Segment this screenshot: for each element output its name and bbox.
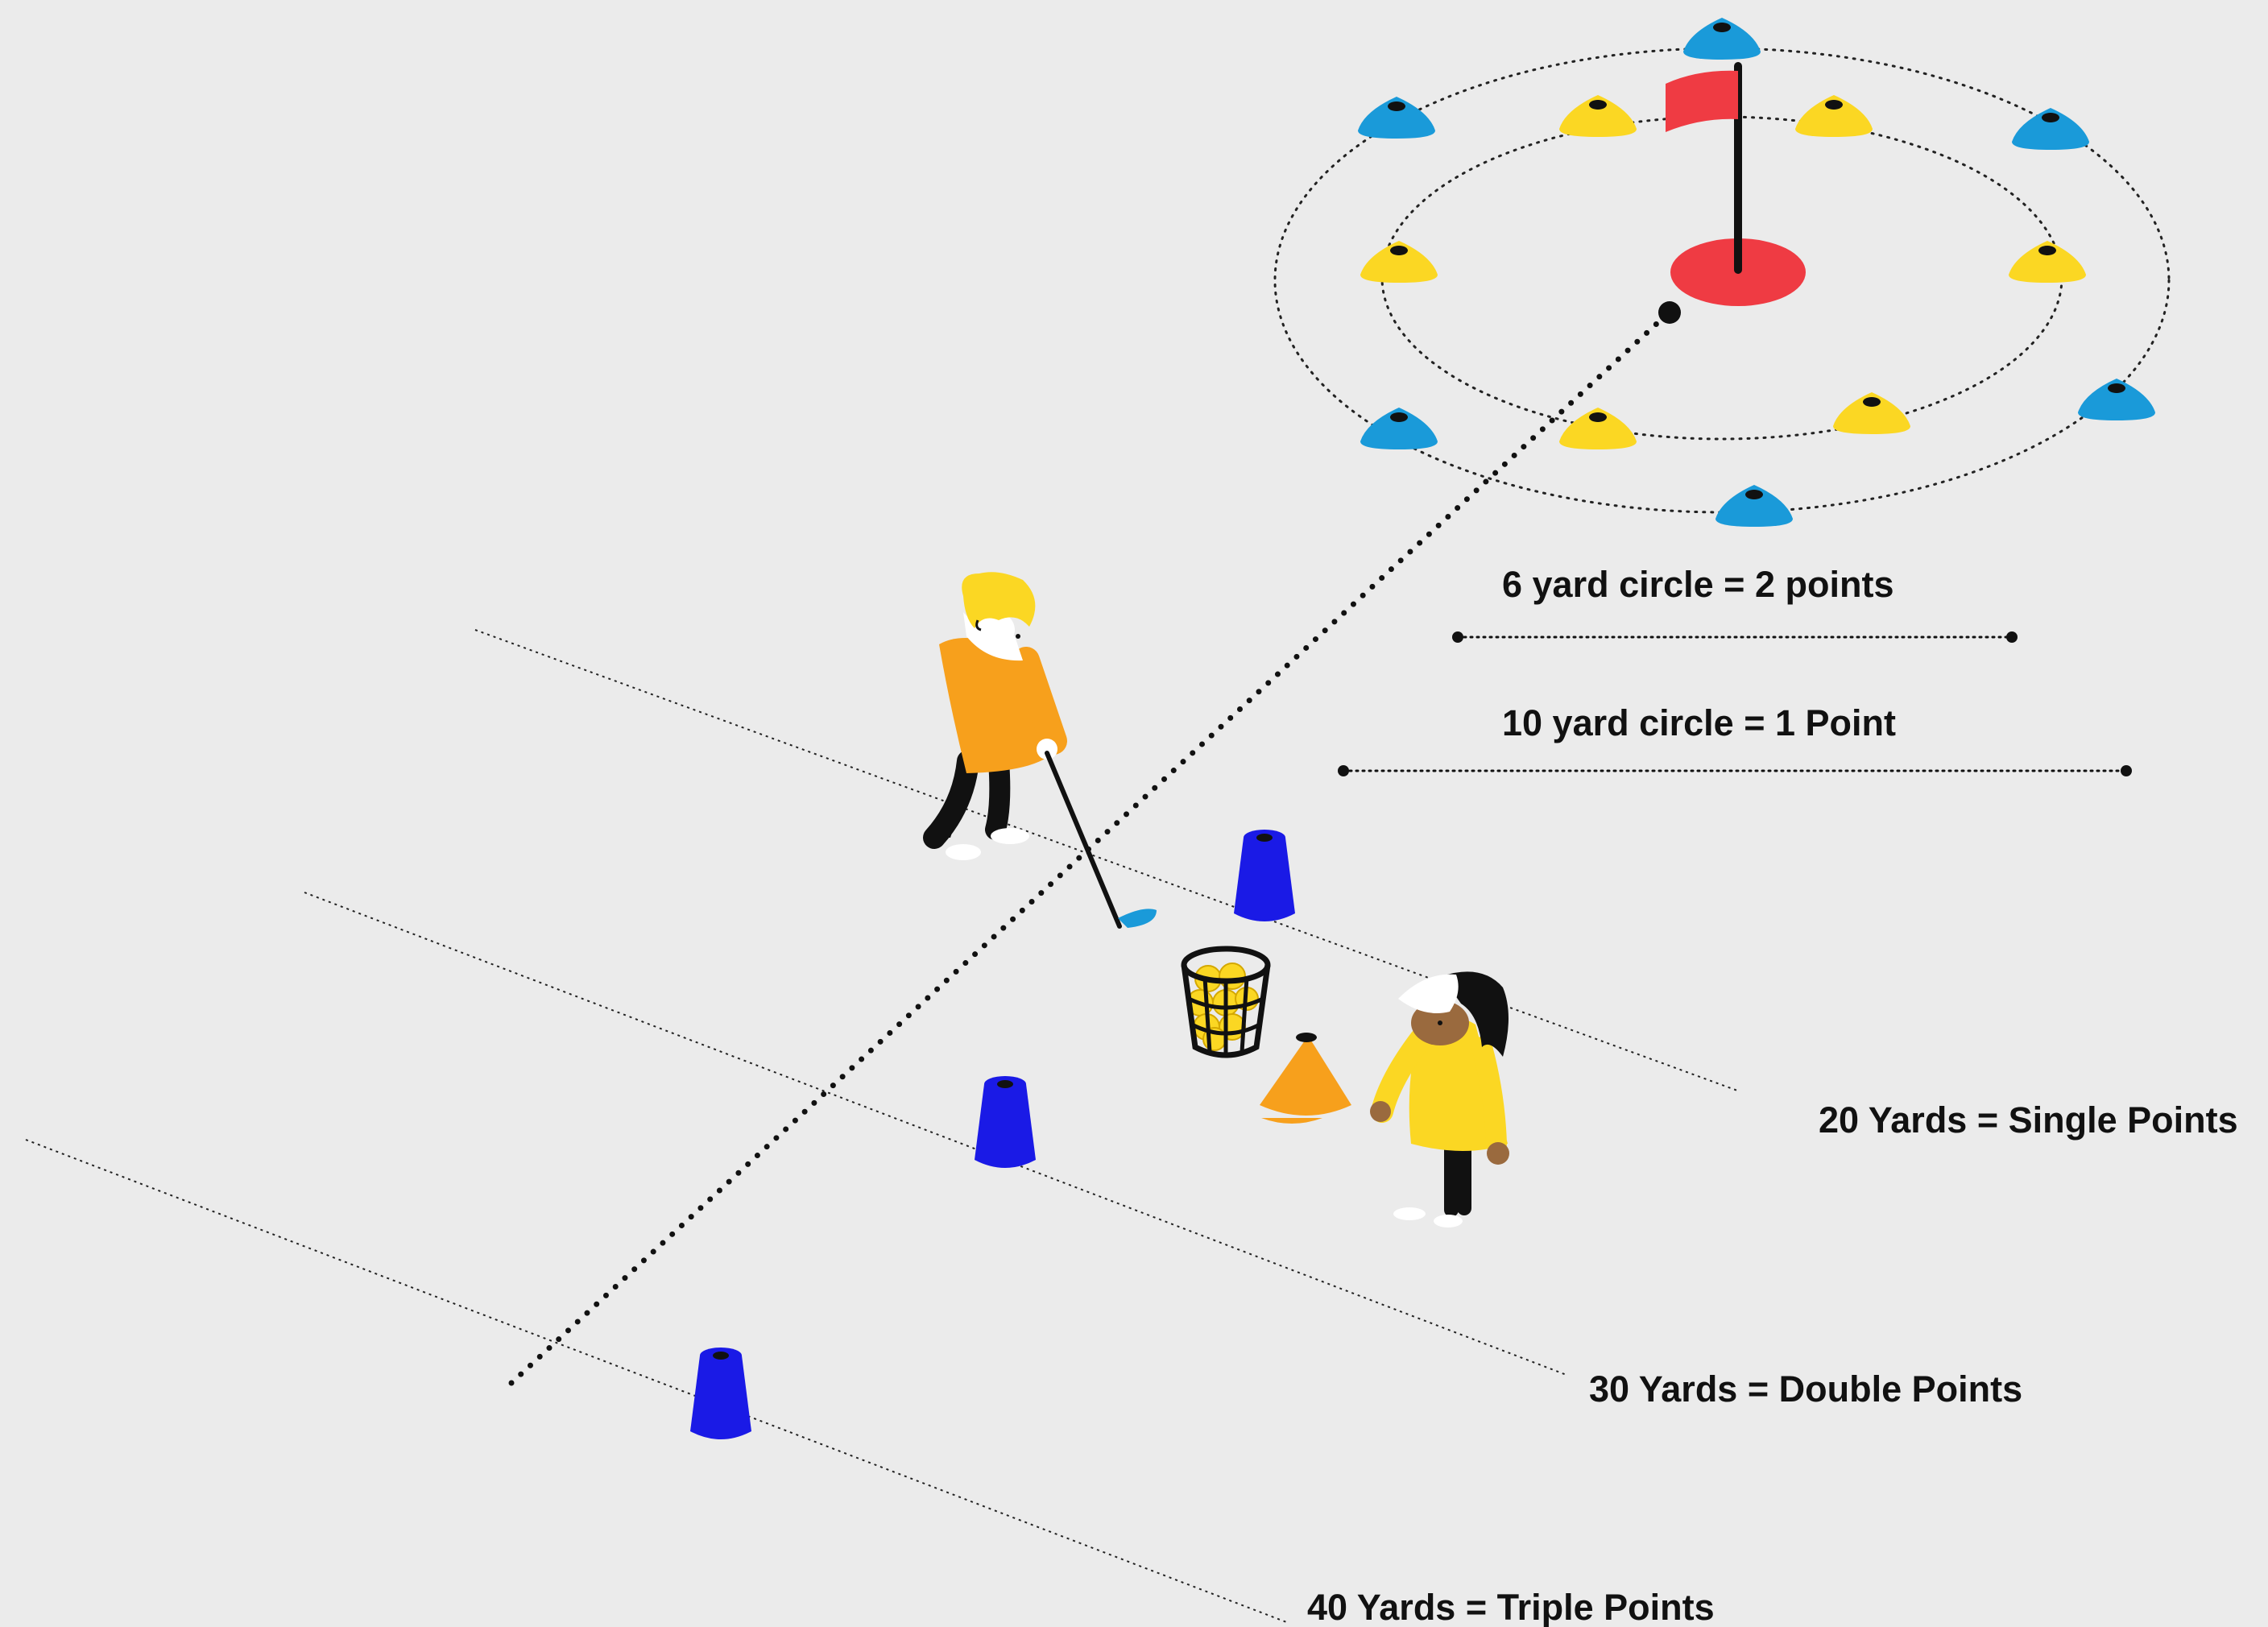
marker-disc-icon xyxy=(1833,392,1910,434)
marker-disc-icon xyxy=(1559,95,1637,137)
six-yard-label: 6 yard circle = 2 points xyxy=(1502,564,1893,605)
marker-disc-icon xyxy=(2078,379,2155,420)
golfer-icon xyxy=(934,572,1157,928)
marker-disc-icon xyxy=(1358,97,1435,139)
forty-yards-label: 40 Yards = Triple Points xyxy=(1307,1587,1715,1627)
flag-icon xyxy=(1666,66,1806,306)
marker-disc-icon xyxy=(1795,95,1873,137)
yard-line-30 xyxy=(304,892,1566,1375)
marker-disc-icon xyxy=(2009,241,2086,283)
cone-icon xyxy=(1234,830,1295,921)
yard-line-20 xyxy=(475,630,1740,1091)
shot-path xyxy=(511,313,1669,1383)
marker-disc-icon xyxy=(1715,485,1793,527)
ball-basket-icon xyxy=(1184,949,1268,1055)
marker-disc-icon xyxy=(1360,241,1438,283)
marker-disc-icon xyxy=(1360,408,1438,449)
cone-icon xyxy=(690,1348,751,1439)
marker-disc-icon xyxy=(1683,18,1761,60)
yard-line-40 xyxy=(26,1140,1289,1623)
thirty-yards-label: 30 Yards = Double Points xyxy=(1589,1368,2022,1410)
coach-icon xyxy=(1370,971,1509,1227)
golf-ball-icon xyxy=(1658,301,1681,324)
twenty-yards-label: 20 Yards = Single Points xyxy=(1819,1099,2238,1141)
ten-yard-label: 10 yard circle = 1 Point xyxy=(1502,702,1896,743)
cone-icon xyxy=(975,1076,1036,1168)
marker-disc-icon xyxy=(1559,408,1637,449)
cone-icon xyxy=(1260,1033,1351,1124)
marker-disc-icon xyxy=(2012,108,2089,150)
